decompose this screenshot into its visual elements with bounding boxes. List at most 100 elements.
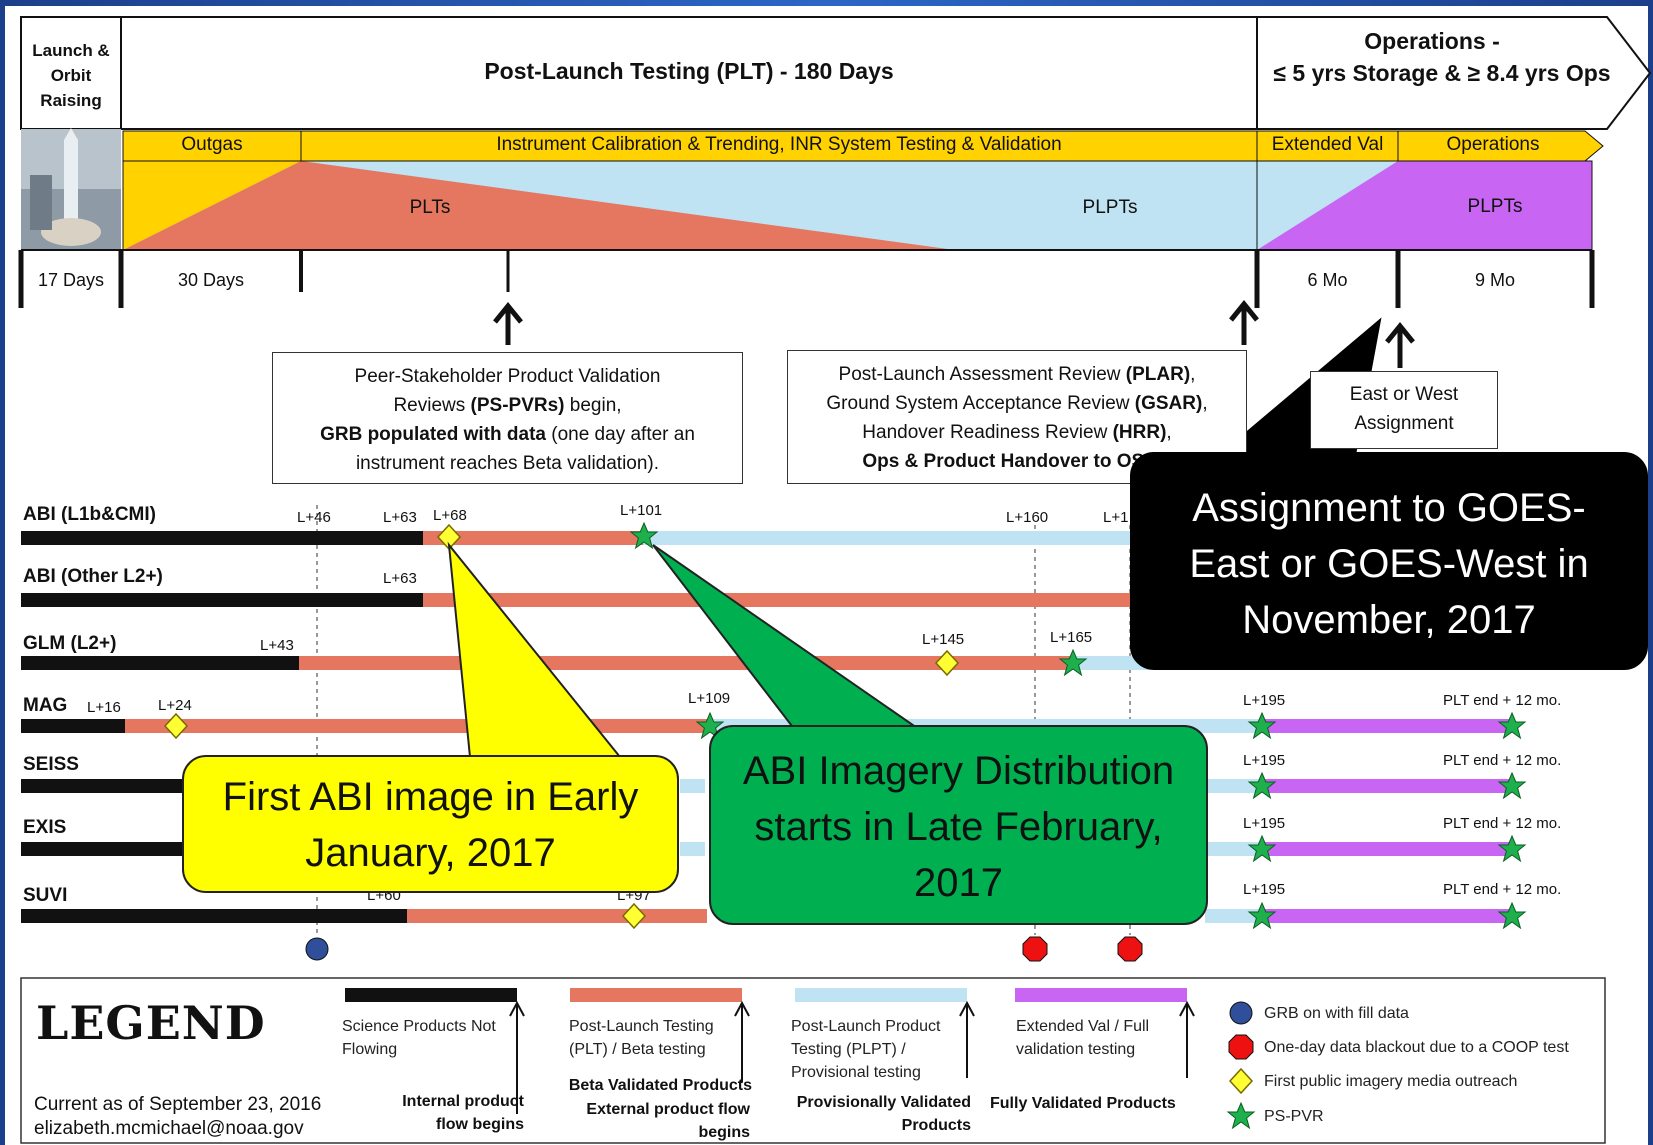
- plar-line2b: (GSAR): [1134, 393, 1203, 414]
- assignment-box: East or West Assignment: [1310, 371, 1498, 449]
- outgas-label: Outgas: [181, 134, 243, 155]
- ps-pvr-box: Peer-Stakeholder Product Validation Revi…: [272, 352, 743, 484]
- milestone-label: L+195: [1243, 881, 1286, 898]
- bar-exis: [21, 842, 1512, 856]
- instrument-abi-other: ABI (Other L2+): [23, 566, 163, 587]
- plt-title: Post-Launch Testing (PLT) - 180 Days: [484, 58, 894, 84]
- pspvr-star: [1247, 901, 1277, 930]
- psvr-line1: Peer-Stakeholder Product Validation: [354, 366, 661, 387]
- instrument-mag: MAG: [23, 695, 68, 716]
- operations-arrow-box: [1256, 16, 1652, 130]
- psvr-line3b: (one day after an: [545, 424, 695, 445]
- pspvr-star: [629, 521, 659, 550]
- duration-9-mo: 9 Mo: [1474, 270, 1516, 290]
- plts-triangle: [123, 161, 955, 250]
- operations-label: Operations: [1446, 134, 1540, 155]
- instrument-suvi: SUVI: [23, 885, 68, 906]
- outreach-diamond: [621, 902, 647, 930]
- plar-line3c: ,: [1166, 422, 1172, 443]
- plar-line2a: Ground System Acceptance Review: [826, 393, 1135, 414]
- milestone-label: L+165: [1050, 629, 1093, 646]
- legend-outreach: First public imagery media outreach: [1264, 1073, 1518, 1090]
- pspvr-star: [1497, 901, 1527, 930]
- legend-grb: GRB on with fill data: [1264, 1005, 1409, 1022]
- milestone-label: L+63: [383, 570, 417, 587]
- milestone-label: L+63: [383, 509, 417, 526]
- pspvr-star: [1247, 834, 1277, 863]
- extended-val-label: Extended Val: [1271, 134, 1384, 155]
- legend-blackout: One-day data blackout due to a COOP test: [1264, 1039, 1569, 1056]
- legend-red-event1: Beta Validated Products: [568, 1077, 752, 1094]
- legend-date: Current as of September 23, 2016: [34, 1094, 322, 1115]
- legend-purple-event: Fully Validated Products: [990, 1095, 1176, 1112]
- right-frame-bar: [1648, 0, 1653, 1145]
- legend-email: elizabeth.mcmichael@noaa.gov: [34, 1118, 304, 1139]
- milestone-label: L+46: [297, 509, 331, 526]
- milestone-label: L+195: [1243, 752, 1286, 769]
- assign-line2: Assignment: [1354, 413, 1454, 434]
- legend-blue-event: Provisionally Validated Products: [796, 1094, 971, 1134]
- plpts-purple-zone: [1257, 161, 1592, 250]
- calibration-phase: [300, 130, 1258, 162]
- legend-black-event: Internal product flow begins: [402, 1093, 524, 1133]
- callout-goes-assignment: Assignment to GOES-East or GOES-West in …: [1130, 452, 1648, 670]
- legend-black-desc: Science Products Not Flowing: [342, 1018, 496, 1058]
- psvr-line4: instrument reaches Beta validation).: [355, 453, 660, 474]
- plar-line1b: (PLAR): [1125, 364, 1191, 385]
- launch-orbit-label: Launch & Orbit Raising: [32, 41, 110, 110]
- duration-30-days: 30 Days: [177, 270, 245, 290]
- pspvr-star: [1247, 711, 1277, 740]
- plar-line3b: (HRR): [1112, 422, 1167, 443]
- assign-line1: East or West: [1349, 384, 1459, 405]
- grb-fill-circle: [305, 937, 329, 961]
- psvr-line2c: begin,: [564, 395, 622, 416]
- psvr-line2b: (PS-PVRs): [470, 395, 565, 416]
- outreach-diamond: [934, 649, 960, 677]
- instrument-seiss: SEISS: [23, 754, 79, 775]
- coop-blackout-octagon: [1117, 936, 1143, 962]
- milestone-label: L+101: [620, 502, 663, 519]
- milestone-label: PLT end + 12 mo.: [1443, 692, 1562, 709]
- legend-purple-desc: Extended Val / Full validation testing: [1016, 1018, 1150, 1058]
- plpts-label: PLPTs: [1082, 197, 1138, 218]
- bar-seiss: [21, 779, 1512, 793]
- bar-glm: [21, 656, 1163, 670]
- callout-first-abi-image: First ABI image in Early January, 2017: [182, 755, 679, 893]
- top-frame-bar: [0, 0, 1653, 6]
- instrument-abi-l1b: ABI (L1b&CMI): [23, 504, 156, 525]
- operations-phase: [1397, 130, 1604, 162]
- milestone-label: PLT end + 12 mo.: [1443, 881, 1562, 898]
- plar-line3a: Handover Readiness Review: [862, 422, 1113, 443]
- milestone-label: PLT end + 12 mo.: [1443, 752, 1562, 769]
- plt-header-box: [120, 16, 1258, 130]
- legend-box: [20, 977, 1606, 1144]
- calibration-label: Instrument Calibration & Trending, INR S…: [496, 134, 1062, 155]
- pspvr-star: [1497, 771, 1527, 800]
- milestone-label: L+16: [87, 699, 121, 716]
- legend-blue-desc: Post-Launch Product Testing (PLPT) / Pro…: [791, 1018, 941, 1081]
- plpts-purple-label: PLPTs: [1467, 196, 1523, 217]
- milestone-label: L+195: [1243, 815, 1286, 832]
- legend-red-event2: External product flow begins: [586, 1101, 750, 1141]
- coop-blackout-octagon: [1022, 936, 1048, 962]
- plts-label: PLTs: [409, 197, 451, 218]
- plar-line1a: Post-Launch Assessment Review: [838, 364, 1126, 385]
- legend-title: LEGEND: [36, 996, 266, 1050]
- legend-red-desc: Post-Launch Testing (PLT) / Beta testing: [569, 1018, 714, 1058]
- milestone-label: L+145: [922, 631, 965, 648]
- left-frame-bar: [0, 0, 5, 1145]
- milestone-label: L+109: [688, 690, 731, 707]
- psvr-line3a: GRB populated with data: [320, 424, 546, 445]
- milestone-label: L+43: [260, 637, 294, 654]
- bar-abi-other: [21, 593, 1163, 607]
- pspvr-star: [1058, 648, 1088, 677]
- milestone-label: L+195: [1243, 692, 1286, 709]
- milestone-label: L+24: [158, 697, 192, 714]
- instrument-glm: GLM (L2+): [23, 633, 117, 654]
- pspvr-star: [1497, 834, 1527, 863]
- yellow-callout-pointer: [447, 541, 623, 758]
- ops-title-line1: Operations -: [1364, 28, 1500, 54]
- psvr-line2a: Reviews: [393, 395, 471, 416]
- pspvr-star: [1497, 711, 1527, 740]
